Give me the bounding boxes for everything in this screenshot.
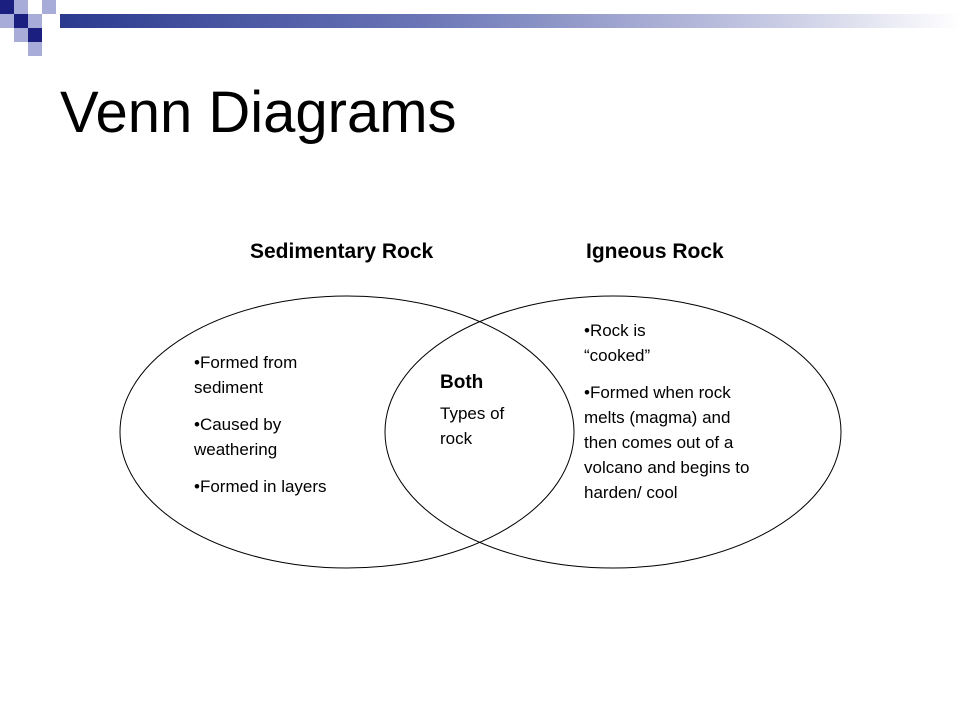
overlap-label: Both — [440, 372, 484, 393]
left-set-items: •Formed from sediment •Caused by weather… — [194, 350, 344, 511]
decor-square-dark-1 — [0, 0, 14, 14]
left-item-1: •Formed from sediment — [194, 353, 298, 397]
overlap-region: Both Types of rock — [440, 370, 540, 451]
overlap-text: Types of rock — [440, 404, 505, 448]
left-item-3: •Formed in layers — [194, 477, 327, 496]
venn-right-ellipse — [384, 295, 842, 569]
decor-square-light-3 — [28, 14, 42, 28]
header-gradient-bar — [60, 14, 960, 28]
slide-title: Venn Diagrams — [60, 80, 457, 145]
decor-square-dark-3 — [28, 28, 42, 42]
venn-left-ellipse — [119, 295, 575, 569]
right-set-items: •Rock is “cooked” •Formed when rock melt… — [584, 318, 754, 517]
decor-square-light-5 — [42, 0, 56, 14]
right-set-label: Igneous Rock — [586, 240, 724, 263]
right-item-2: •Formed when rock melts (magma) and then… — [584, 383, 750, 502]
decor-square-light-2 — [0, 14, 14, 28]
decor-square-dark-2 — [14, 14, 28, 28]
left-item-2: •Caused by weathering — [194, 415, 282, 459]
decorative-header — [0, 0, 960, 60]
decor-square-light-1 — [14, 0, 28, 14]
left-set-label: Sedimentary Rock — [250, 240, 434, 263]
right-item-1: •Rock is “cooked” — [584, 321, 651, 365]
decor-square-light-6 — [28, 42, 42, 56]
decor-square-light-4 — [14, 28, 28, 42]
